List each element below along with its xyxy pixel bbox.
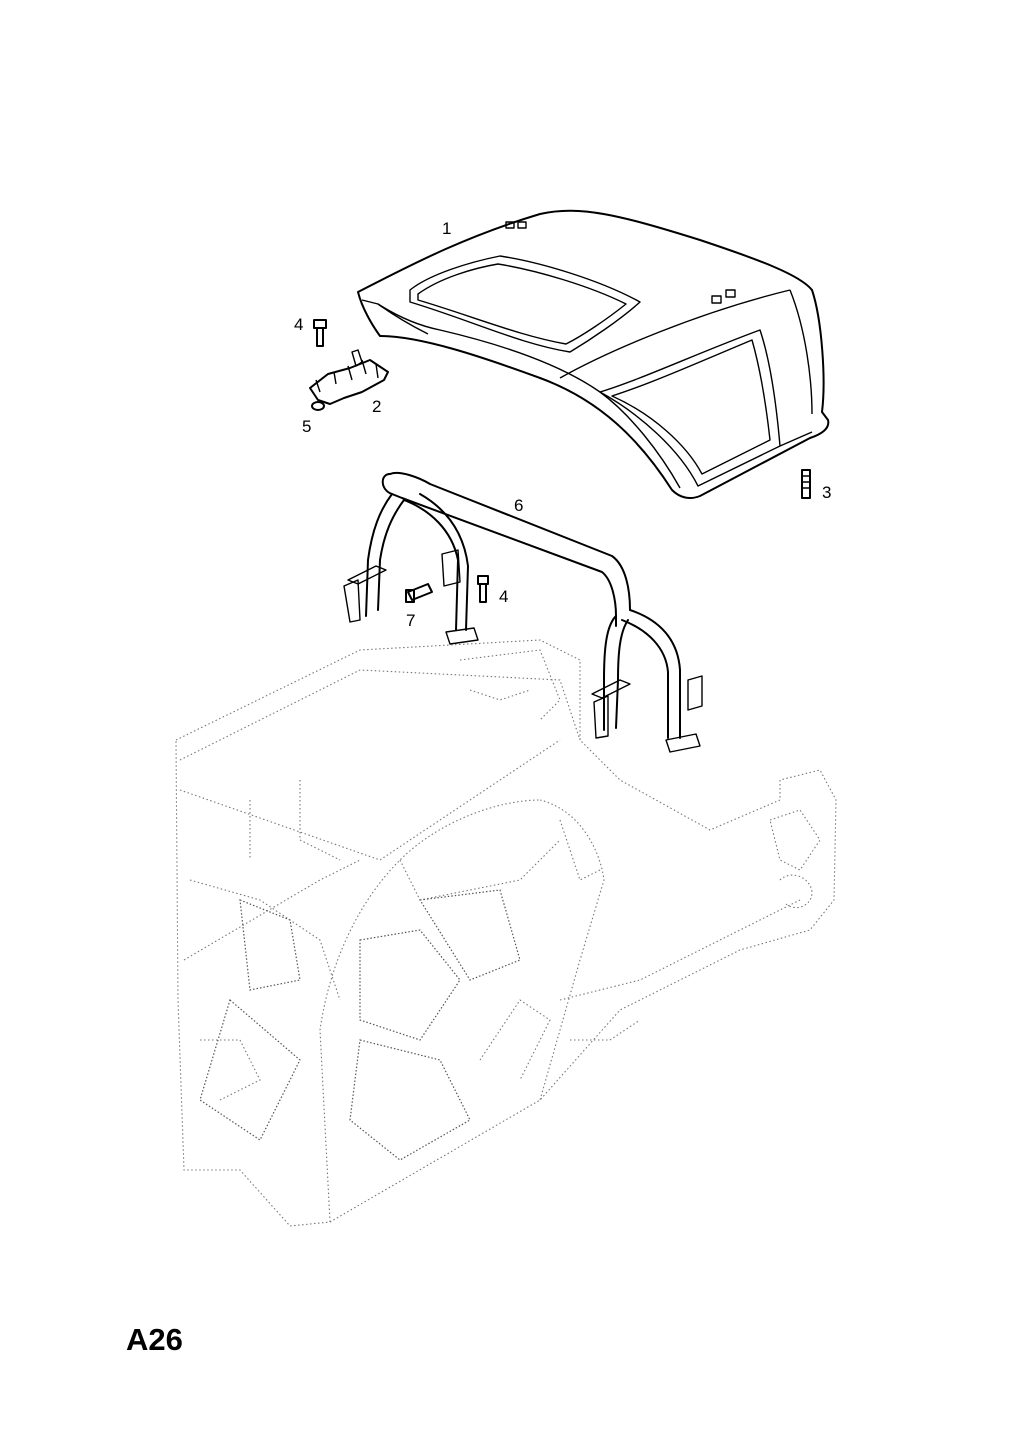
callout-7: 7 — [406, 611, 416, 630]
nut-part — [311, 401, 325, 411]
bolt-lower-part — [477, 575, 489, 603]
callout-1: 1 — [442, 219, 452, 238]
callout-3: 3 — [822, 483, 832, 502]
callout-6: 6 — [514, 496, 524, 515]
roll-bar-part — [343, 472, 703, 753]
callout-4-upper: 4 — [294, 315, 304, 334]
callout-4-lower: 4 — [499, 587, 509, 606]
bolt-upper-part — [313, 319, 327, 347]
stud-part — [801, 469, 811, 499]
page-code: A26 — [126, 1322, 183, 1357]
hardtop-part — [357, 209, 830, 499]
mounting-bracket-part — [309, 349, 389, 405]
vehicle-body-outline — [175, 639, 837, 1227]
screw-part — [405, 583, 433, 603]
callout-5: 5 — [302, 417, 312, 436]
callout-2: 2 — [372, 397, 382, 416]
